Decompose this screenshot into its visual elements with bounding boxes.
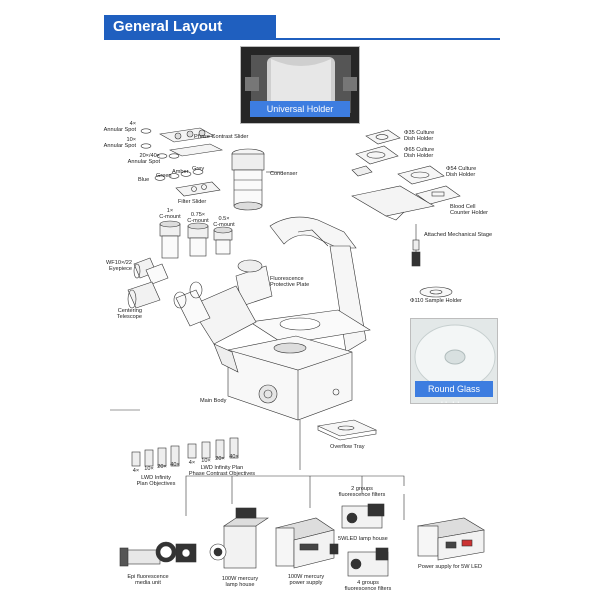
label-filters4-b: fluorescence filters xyxy=(345,586,392,592)
main-body-drawing xyxy=(173,216,371,421)
label-dish54-b: Dish Holder xyxy=(446,172,475,178)
label-annular-4x: 4× xyxy=(130,121,136,127)
label-lwd-plan-b: Plan Objectives xyxy=(137,481,176,487)
label-mercury-house-b: lamp house xyxy=(226,582,255,588)
label-ph-plan-b: Phase Contrast Objectives xyxy=(189,471,255,477)
led-power-supply-drawing xyxy=(417,517,485,561)
filter-blue xyxy=(154,175,166,181)
label-overflow-tray: Overflow Tray xyxy=(330,444,365,450)
label-filters4-a: 4 groups xyxy=(357,580,379,586)
label-ph-40x: 40× xyxy=(229,454,239,460)
label-filter-amber: Amber xyxy=(172,169,189,175)
lwd-plan-objectives-drawing xyxy=(131,445,180,467)
label-power-led: Power supply for 5W LED xyxy=(418,564,482,570)
label-condenser: Condenser xyxy=(270,171,298,177)
filter-slider-drawing xyxy=(154,169,221,197)
label-fluor-plate-b: Protective Plate xyxy=(270,282,309,288)
label-c-mount-05-a: 0.5× xyxy=(218,216,229,222)
label-ph-4x: 4× xyxy=(189,460,195,466)
label-c-mount-075-a: 0.75× xyxy=(191,212,205,218)
label-filter-blue: Blue xyxy=(138,177,149,183)
label-ph-plan-a: LWD Infinity Plan xyxy=(201,465,244,471)
sample-holder-drawing xyxy=(419,286,453,298)
label-filter-slider: Filter Slider xyxy=(178,199,206,205)
label-filters2-b: fluorescence filters xyxy=(339,492,386,498)
label-centering-a: Centering xyxy=(118,308,142,314)
label-c-mount-075-b: C-mount xyxy=(187,218,209,224)
mechanical-stage-drawing xyxy=(351,185,435,267)
label-annular-spot-10x: Annular Spot xyxy=(104,143,137,149)
label-led-house: 5WLED lamp house xyxy=(338,536,388,542)
universal-holder-photo: Universal Holder xyxy=(240,46,360,124)
label-centering-b: Telescope xyxy=(117,314,142,320)
label-lwd-plan-a: LWD Infinity xyxy=(141,475,171,481)
label-filter-grey: Grey xyxy=(192,166,204,172)
label-lwd-40x: 40× xyxy=(170,462,180,468)
annular-spot-10x xyxy=(140,143,152,149)
label-eyepiece-a: WF10×/22 xyxy=(106,260,132,266)
label-annular-spot-20x: Annular Spot xyxy=(128,159,161,165)
fluorescence-filters-4-drawing xyxy=(347,547,389,577)
label-blood-a: Blood Cell xyxy=(450,204,476,210)
condenser-drawing xyxy=(231,148,282,211)
label-annular-spot-4x: Annular Spot xyxy=(104,127,137,133)
label-epi-b: media unit xyxy=(135,580,161,586)
label-mech-stage: Attached Mechanical Stage xyxy=(424,232,492,238)
label-ph-20x: 20× xyxy=(215,456,225,462)
label-filters2-a: 2 groups xyxy=(351,486,373,492)
label-lwd-20x: 20× xyxy=(157,464,167,470)
annular-spot-20x xyxy=(156,153,168,159)
connector-lines xyxy=(110,409,405,520)
label-c-mount-05-b: C-mount xyxy=(213,222,235,228)
label-c-mount-1x-a: 1× xyxy=(167,208,173,214)
label-mercury-ps-b: power supply xyxy=(290,580,323,586)
diagram-labels: 4× Annular Spot 10× Annular Spot 20×/40×… xyxy=(104,121,492,592)
filter-grey xyxy=(192,169,204,175)
round-glass-holder-caption: Round Glass Holder xyxy=(415,381,493,403)
led-lamp-house-drawing xyxy=(329,543,339,555)
label-annular-10x: 10× xyxy=(127,137,137,143)
label-mercury-house-a: 100W mercury xyxy=(222,576,259,582)
label-dish54-a: Φ54 Culture xyxy=(446,166,476,172)
annular-spot-40x xyxy=(168,153,180,159)
page-title: General Layout Diagram xyxy=(104,15,276,59)
label-dish65-a: Φ65 Culture xyxy=(404,147,434,153)
label-filter-green: Green xyxy=(156,173,172,179)
filter-amber xyxy=(180,171,192,177)
label-lwd-4x: 4× xyxy=(133,468,139,474)
label-epi-a: Epi fluorescence xyxy=(127,574,168,580)
fluorescence-protective-plate-drawing xyxy=(235,259,273,307)
fluorescence-filters-2-drawing xyxy=(341,503,385,529)
centering-telescope-drawing xyxy=(127,281,161,309)
label-ph-10x: 10× xyxy=(201,458,211,464)
annular-spot-4x xyxy=(140,128,152,134)
label-c-mount-1x-b: C-mount xyxy=(159,214,181,220)
label-dish35-b: Dish Holder xyxy=(404,136,433,142)
universal-holder-caption: Universal Holder xyxy=(250,101,350,117)
label-dish65-b: Dish Holder xyxy=(404,153,433,159)
label-blood-b: Counter Holder xyxy=(450,210,488,216)
label-mercury-ps-a: 100W mercury xyxy=(288,574,325,580)
phase-contrast-objectives-drawing xyxy=(187,437,239,459)
label-eyepiece-b: Eyepiece xyxy=(109,266,132,272)
eyepiece-drawing xyxy=(133,257,169,285)
title-rule xyxy=(104,38,500,40)
mercury-lamp-house-drawing xyxy=(209,507,269,569)
label-annular-20-40x: 20×/40× xyxy=(139,153,160,159)
c-mount-adapters-drawing xyxy=(159,220,233,259)
mercury-power-supply-drawing xyxy=(275,517,335,569)
label-lwd-10x: 10× xyxy=(144,466,154,472)
culture-dish-holders-drawing xyxy=(351,129,461,205)
label-fluor-plate-a: Fluorescence xyxy=(270,276,304,282)
round-glass-holder-photo: Round Glass Holder xyxy=(410,318,498,404)
label-main-body: Main Body xyxy=(200,398,227,404)
phase-contrast-slider-drawing xyxy=(140,127,223,159)
label-sample-holder: Φ110 Sample Holder xyxy=(410,298,462,304)
label-phase-contrast-slider: Phase Contrast Slider xyxy=(194,134,249,140)
epi-fluorescence-unit-drawing xyxy=(119,541,197,567)
overflow-tray-drawing xyxy=(316,419,378,441)
filter-green xyxy=(168,173,180,179)
label-dish35-a: Φ35 Culture xyxy=(404,130,434,136)
